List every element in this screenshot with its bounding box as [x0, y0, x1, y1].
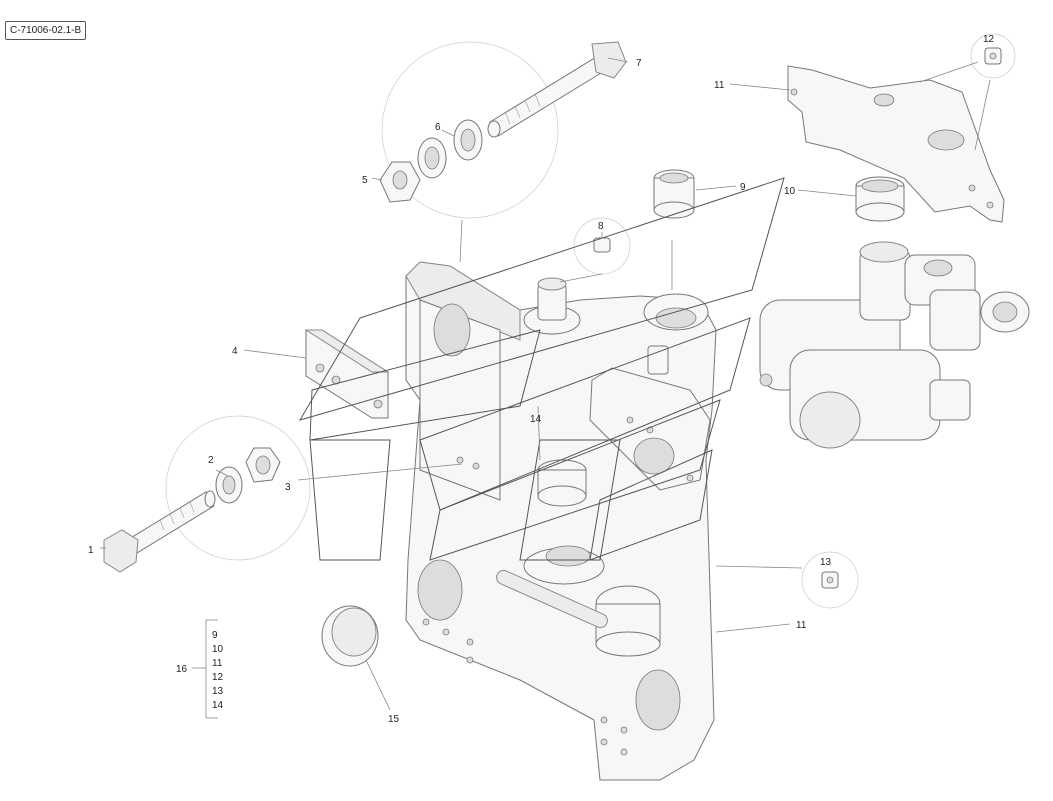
kit-item: 11: [212, 658, 223, 669]
part-bracket-top: [787, 65, 1005, 223]
part-bushing-9: [653, 169, 695, 219]
group-circle-lower: [165, 415, 311, 561]
part-bolt-lower: [103, 490, 216, 573]
kit-item: 9: [212, 630, 218, 641]
kit-label: 16: [176, 664, 188, 675]
part-bushing-10: [855, 176, 905, 222]
callout-14: 14: [530, 414, 542, 425]
leader-lines: [100, 57, 991, 711]
callout-2: 2: [208, 455, 214, 466]
part-bolt-upper: [487, 41, 627, 138]
kit-item: 12: [212, 672, 224, 683]
part-nut-lower: [245, 447, 281, 483]
watermark-logo: [298, 177, 785, 561]
callout-1: 1: [88, 545, 94, 556]
callout-13: 13: [820, 557, 832, 568]
callout-11-top: 11: [714, 80, 725, 91]
callout-10: 10: [784, 186, 796, 197]
part-nut-upper: [379, 161, 421, 203]
diagram-reference-code: C-71006-02.1-B: [5, 21, 87, 40]
kit-item: 13: [212, 686, 224, 697]
part-grease-fitting-top: [970, 33, 1016, 79]
group-circle-upper: [381, 41, 559, 219]
kit-item: 14: [212, 700, 224, 711]
callout-7: 7: [636, 58, 642, 69]
callout-15: 15: [388, 714, 400, 725]
part-cylinder-assembly: [759, 241, 1030, 449]
callout-8: 8: [598, 221, 604, 232]
callout-6: 6: [435, 122, 441, 133]
part-washers-upper: [417, 119, 483, 179]
kit-item: 10: [212, 644, 224, 655]
callout-5: 5: [362, 175, 368, 186]
part-grease-fitting-13: [801, 551, 859, 609]
callout-3: 3: [285, 482, 291, 493]
callout-11-main: 11: [796, 620, 807, 631]
kit-bracket: [192, 619, 218, 719]
callout-4: 4: [232, 346, 238, 357]
part-cap-15: [321, 605, 379, 667]
part-main-frame: [405, 261, 717, 781]
part-plate-4: [304, 329, 390, 419]
callout-12: 12: [983, 34, 995, 45]
callout-9: 9: [740, 182, 746, 193]
part-washer-lower: [215, 466, 243, 504]
